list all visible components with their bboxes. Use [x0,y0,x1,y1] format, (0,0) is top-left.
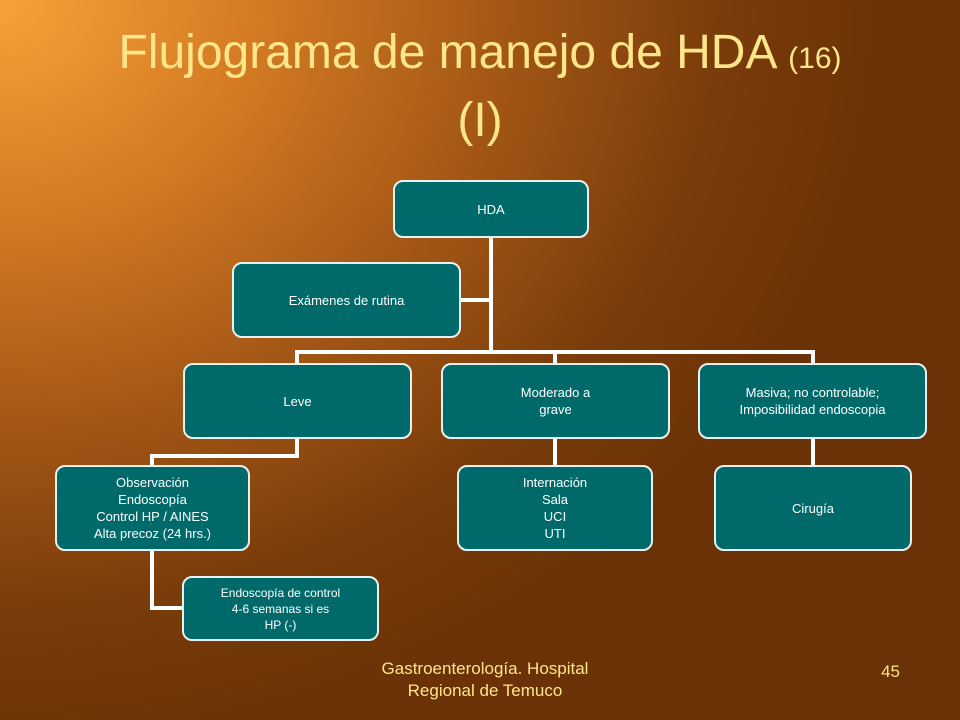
node-observacion: Observación Endoscopía Control HP / AINE… [55,465,250,551]
node-cirugia: Cirugía [714,465,912,551]
title-number: (16) [788,42,842,75]
title-part: (I) [457,94,503,147]
node-leve: Leve [183,363,412,439]
node-examenes-de-rutina: Exámenes de rutina [232,262,461,338]
node-endoscopia-control: Endoscopía de control 4-6 semanas si es … [182,576,379,641]
slide-title: Flujograma de manejo de HDA (16) (I) [0,22,960,152]
node-moderado-grave: Moderado a grave [441,363,670,439]
page-number: 45 [881,662,900,681]
connector-leve-observacion [150,436,299,469]
node-internacion: Internación Sala UCI UTI [457,465,653,551]
node-hda: HDA [393,180,589,238]
node-masiva: Masiva; no controlable; Imposibilidad en… [698,363,927,439]
connector-observacion-control [150,546,186,610]
title-main: Flujograma de manejo de HDA [118,26,775,79]
footer-text: Gastroenterología. Hospital Regional de … [381,659,589,700]
